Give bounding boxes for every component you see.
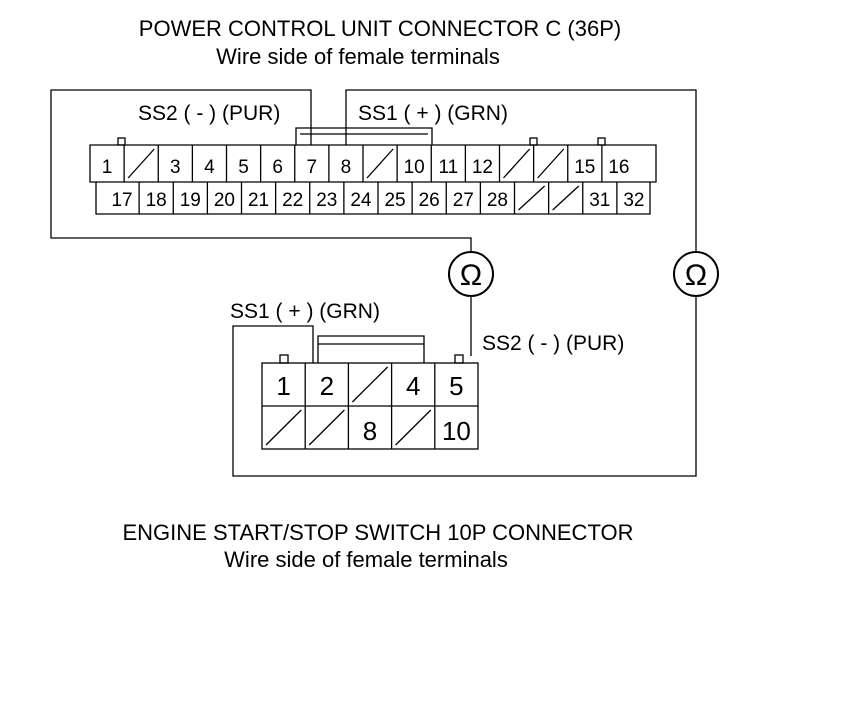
terminal-number: 3 (170, 157, 181, 178)
terminal-number: 22 (282, 190, 303, 211)
empty-cavity-slash (127, 148, 155, 179)
empty-cavity-slash (552, 185, 580, 211)
terminal-number: 1 (102, 157, 113, 178)
empty-cavity-slash (351, 366, 389, 403)
pcu-key (117, 137, 126, 146)
terminal-number: 28 (487, 190, 508, 211)
switch-lock-tab (317, 335, 425, 363)
empty-cavity-slash (265, 409, 302, 446)
wire-ss2-pcu-to-meter (50, 89, 472, 252)
switch-ss1-wire-label: SS1 ( + ) (GRN) (230, 300, 380, 323)
empty-cavity-slash (366, 148, 394, 179)
terminal-number: 11 (438, 157, 458, 178)
terminal-number: 31 (589, 190, 610, 211)
ohm-icon: Ω (685, 259, 707, 292)
terminal-number: 8 (341, 157, 352, 178)
terminal-number: 26 (419, 190, 440, 211)
pcu-key (529, 137, 538, 146)
terminal-number: 12 (472, 157, 493, 178)
pcu-connector: 1 3 4 5 6 7 8 10 11 12 15 16 17 18 19 20 21 22 23 24 25 26 27… (89, 127, 657, 215)
terminal-number: 23 (316, 190, 337, 211)
pcu-row-2: 17 18 19 20 21 22 23 24 25 26 27 28 31 32 (111, 182, 645, 214)
ohmmeter-circle (448, 251, 494, 297)
pcu-row-1: 1 3 4 5 6 7 8 10 11 12 15 16 (102, 145, 630, 182)
empty-cavity-slash (308, 409, 345, 446)
terminal-number: 5 (449, 371, 463, 401)
ohmmeter-circle (673, 251, 719, 297)
wires (50, 89, 697, 477)
terminal-number: 4 (406, 371, 420, 401)
terminal-number: 32 (623, 190, 644, 211)
empty-cavity-slash (537, 148, 565, 179)
terminal-number: 2 (320, 371, 334, 401)
ohmmeter-2: Ω (673, 251, 719, 297)
terminal-number: 1 (276, 371, 290, 401)
terminal-number: 16 (608, 157, 629, 178)
terminal-number: 19 (180, 190, 201, 211)
terminal-number: 6 (272, 157, 283, 178)
empty-cavity-slash (395, 409, 432, 446)
terminal-number: 7 (307, 157, 318, 178)
empty-cavity-slash (518, 185, 546, 211)
ohm-icon: Ω (460, 259, 482, 292)
switch-key (279, 354, 289, 364)
pcu-ss1-wire-label: SS1 ( + ) (GRN) (358, 102, 508, 125)
pcu-connector-body (89, 144, 657, 215)
terminal-number: 8 (363, 416, 377, 446)
pcu-lock-tab (295, 127, 433, 145)
terminal-number: 20 (214, 190, 235, 211)
ohmmeter-1: Ω (448, 251, 494, 297)
wire-ss1-pcu-to-meter (345, 89, 697, 252)
pcu-connector-title: POWER CONTROL UNIT CONNECTOR C (36P) (139, 16, 621, 41)
terminal-number: 4 (204, 157, 215, 178)
switch-connector-subtitle: Wire side of female terminals (224, 547, 508, 572)
switch-row-2: 8 10 (265, 406, 471, 449)
terminal-number: 25 (384, 190, 405, 211)
terminal-number: 10 (442, 416, 471, 446)
terminal-number: 24 (350, 190, 372, 211)
switch-connector-title: ENGINE START/STOP SWITCH 10P CONNECTOR (123, 520, 634, 545)
terminal-number: 5 (238, 157, 249, 178)
terminal-number: 18 (146, 190, 167, 211)
terminal-number: 27 (453, 190, 474, 211)
empty-cavity-slash (503, 148, 531, 179)
wire-ss1-meter-to-switch (232, 296, 697, 477)
switch-ss2-wire-label: SS2 ( - ) (PUR) (482, 332, 624, 355)
terminal-number: 21 (248, 190, 269, 211)
pcu-ss2-wire-label: SS2 ( - ) (PUR) (138, 102, 280, 125)
switch-key (454, 354, 464, 364)
pcu-key (597, 137, 606, 146)
pcu-connector-subtitle: Wire side of female terminals (216, 44, 500, 69)
terminal-number: 10 (404, 157, 425, 178)
terminal-number: 17 (111, 190, 132, 211)
terminal-number: 15 (574, 157, 595, 178)
